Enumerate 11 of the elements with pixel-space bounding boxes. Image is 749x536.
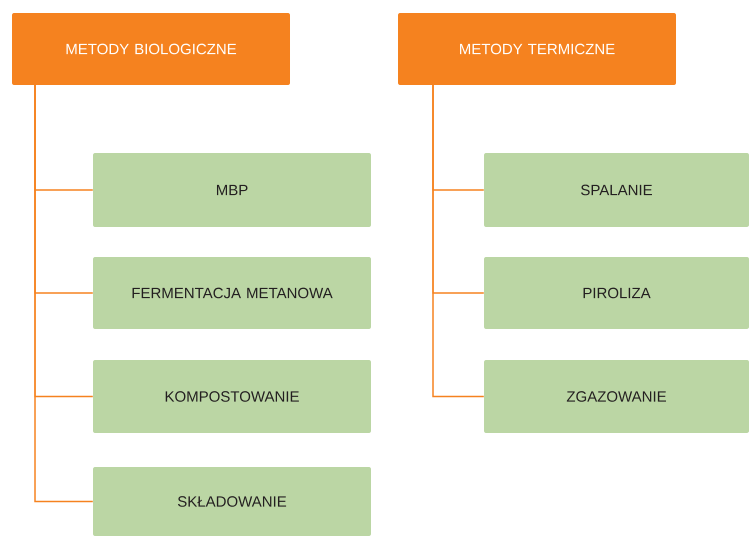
method-box: ZGAZOWANIE bbox=[484, 360, 749, 433]
method-box: FERMENTACJA METANOWA bbox=[93, 257, 371, 329]
connector-line bbox=[34, 85, 93, 502]
connector-line bbox=[432, 85, 484, 398]
method-box: PIROLIZA bbox=[484, 257, 749, 329]
method-box: KOMPOSTOWANIE bbox=[93, 360, 371, 433]
method-box: MBP bbox=[93, 153, 371, 227]
heading-box: METODY TERMICZNE bbox=[398, 13, 676, 85]
heading-box: METODY BIOLOGICZNE bbox=[12, 13, 290, 85]
method-box: SPALANIE bbox=[484, 153, 749, 227]
method-box: SKŁADOWANIE bbox=[93, 467, 371, 536]
